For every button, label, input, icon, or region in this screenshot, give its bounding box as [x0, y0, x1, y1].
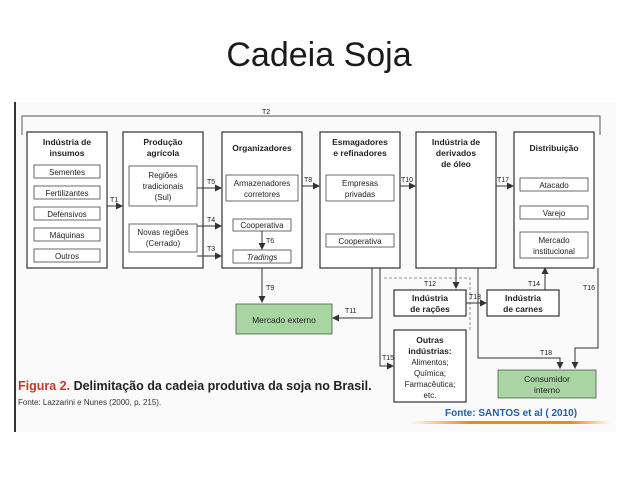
producao-item-1-line1: Regiões [148, 171, 177, 180]
outras-label-line4: Química; [414, 369, 446, 378]
distribuicao-item: Atacado [539, 181, 569, 190]
figure-caption-text: Delimitação da cadeia produtiva da soja … [73, 379, 372, 393]
t8-label: T8 [304, 177, 312, 184]
stage-esmagadores-title-1: Esmagadores [332, 137, 388, 147]
producao-item-2-line1: Novas regiões [137, 228, 188, 237]
organizadores-item-1-line2: corretores [244, 190, 280, 199]
t15-label: T15 [382, 355, 394, 362]
stage-producao-title-2: agrícola [147, 148, 180, 158]
stage-esmagadores: Esmagadores e refinadores Empresas priva… [319, 131, 401, 269]
t10-label: T10 [401, 177, 413, 184]
stage-insumos-title-1: Indústria de [43, 137, 91, 147]
stage-producao-title-1: Produção [143, 137, 182, 147]
distribuicao-item-3-line1: Mercado [538, 236, 570, 245]
consumidor-box: Consumidor interno [497, 369, 597, 399]
t11-label: T11 [345, 308, 357, 315]
producao-item-1-line2: tradicionais [143, 182, 183, 191]
racoes-label-line1: Indústria [412, 293, 448, 303]
stage-organizadores: Organizadores Armazenadores corretores C… [221, 131, 303, 269]
insumos-item: Sementes [49, 168, 85, 177]
accent-bar [410, 421, 610, 424]
outras-label-line2: indústrias: [408, 346, 452, 356]
esmagadores-item: Cooperativa [338, 237, 382, 246]
t16-label: T16 [583, 285, 595, 292]
t3-label: T3 [207, 246, 215, 253]
stage-esmagadores-title-2: e refinadores [333, 148, 387, 158]
figure-caption: Figura 2. Delimitação da cadeia produtiv… [18, 379, 372, 393]
credit-source: Fonte: SANTOS et al ( 2010) [445, 408, 578, 419]
stage-insumos-title-2: insumos [50, 148, 85, 158]
consumidor-label-line1: Consumidor [524, 374, 570, 384]
carnes-label-line1: Indústria [505, 293, 541, 303]
stage-derivados-title-1: Indústria de [432, 137, 480, 147]
outras-label-line1: Outras [416, 335, 444, 345]
stage-derivados-title-3: de óleo [441, 159, 471, 169]
distribuicao-item: Varejo [543, 209, 566, 218]
carnes-label-line2: de carnes [503, 304, 543, 314]
producao-item-1-line3: (Sul) [155, 193, 172, 202]
distribuicao-item-3-line2: institucional [533, 247, 575, 256]
t18-label: T18 [540, 350, 552, 357]
organizadores-item: Tradings [247, 253, 278, 262]
t13-label: T13 [469, 294, 481, 301]
esmagadores-item-1-line1: Empresas [342, 179, 378, 188]
organizadores-item: Cooperativa [240, 221, 284, 230]
racoes-box: Indústria de rações [393, 289, 467, 317]
racoes-label-line2: de rações [410, 304, 450, 314]
t5-label: T5 [207, 179, 215, 186]
stage-producao: Produção agrícola Regiões tradicionais (… [122, 131, 204, 269]
carnes-box: Indústria de carnes [486, 289, 560, 317]
t2-label: T2 [262, 109, 270, 116]
esmagadores-item-1-line2: privadas [345, 190, 375, 199]
t4-label: T4 [207, 217, 215, 224]
stage-organizadores-title: Organizadores [232, 143, 292, 153]
insumos-item: Fertilizantes [45, 189, 88, 198]
outras-label-line6: etc. [424, 391, 437, 400]
t12-label: T12 [424, 281, 436, 288]
stage-distribuicao-title: Distribuição [529, 143, 578, 153]
stage-derivados: Indústria de derivados de óleo [415, 131, 497, 269]
slide-title: Cadeia Soja [226, 36, 412, 74]
insumos-item: Defensivos [47, 210, 87, 219]
t6-label: T6 [266, 238, 274, 245]
stage-insumos: Indústria de insumos Sementes Fertilizan… [26, 131, 108, 269]
producao-item-2-line2: (Cerrado) [146, 239, 181, 248]
t17-label: T17 [497, 177, 509, 184]
insumos-item: Outros [55, 252, 79, 261]
consumidor-label-line2: interno [534, 385, 560, 395]
organizadores-item-1-line1: Armazenadores [234, 179, 290, 188]
mercado-externo-box: Mercado externo [235, 303, 333, 335]
figure-source: Fonte: Lazzarini e Nunes (2000, p. 215). [18, 398, 162, 407]
mercado-externo-label: Mercado externo [252, 315, 316, 325]
outras-label-line3: Alimentos; [411, 358, 448, 367]
t14-label: T14 [528, 281, 540, 288]
stage-distribuicao: Distribuição Atacado Varejo Mercado inst… [513, 131, 595, 269]
insumos-item: Máquinas [50, 231, 85, 240]
left-rule [14, 102, 16, 432]
t1-label: T1 [110, 197, 118, 204]
t9-label: T9 [266, 285, 274, 292]
stage-derivados-title-2: derivados [436, 148, 476, 158]
figure-caption-label: Figura 2. [18, 379, 71, 393]
outras-label-line5: Farmacêutica; [405, 380, 456, 389]
outras-box: Outras indústrias: Alimentos; Química; F… [393, 329, 467, 403]
